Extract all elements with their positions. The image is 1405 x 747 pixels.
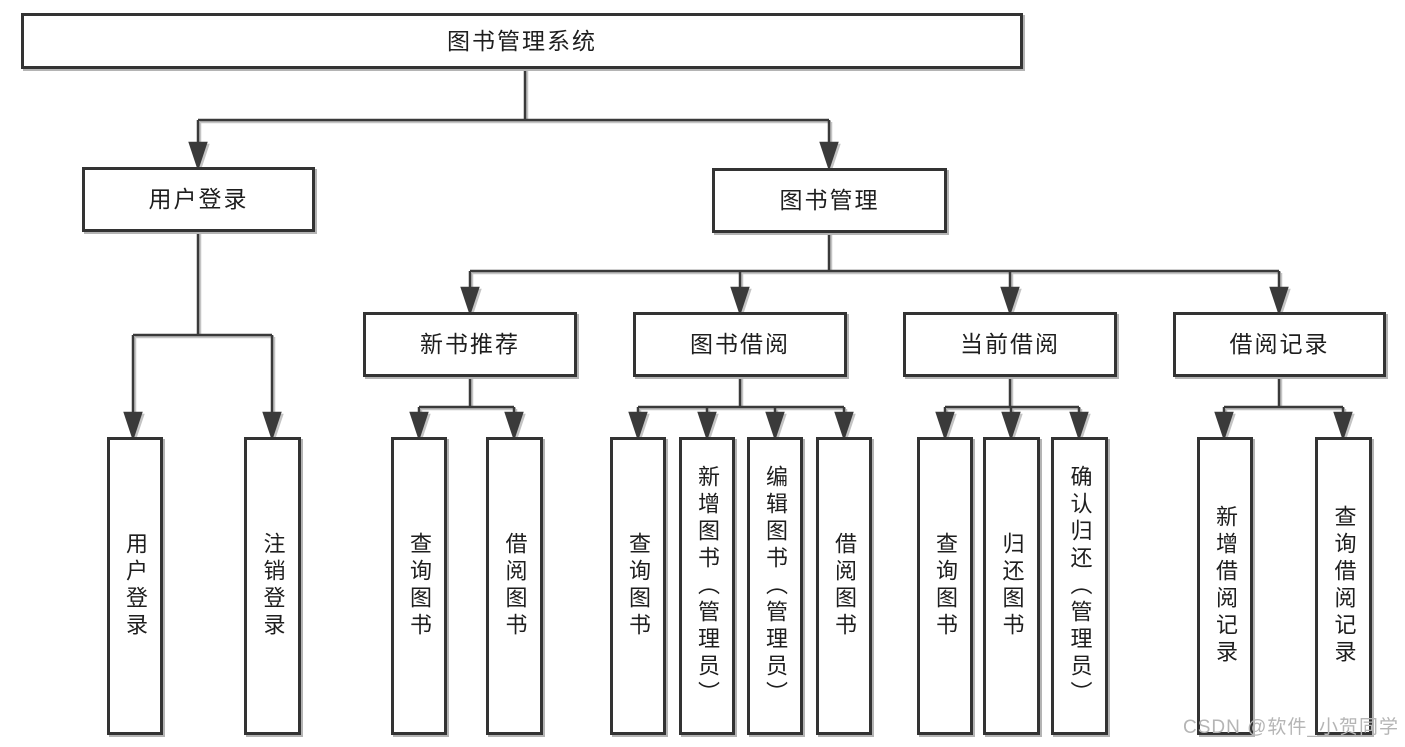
node-label: 借阅记录	[1229, 331, 1330, 357]
node-label: 借阅图书	[832, 532, 857, 640]
node-label: 注销登录	[260, 532, 286, 640]
node-label: 查询图书	[407, 532, 432, 640]
leaf-query-borrow-record: 查询借阅记录	[1315, 437, 1372, 735]
leaf-query-books-2: 查询图书	[610, 437, 666, 735]
node-label: 归还图书	[999, 532, 1025, 640]
node-current-borrowing: 当前借阅	[903, 312, 1117, 377]
leaf-query-books-1: 查询图书	[391, 437, 447, 735]
node-label: 新增借阅记录	[1213, 505, 1238, 667]
leaf-query-books-3: 查询图书	[917, 437, 973, 735]
leaf-add-borrow-record: 新增借阅记录	[1197, 437, 1253, 735]
node-user-login: 用户登录	[82, 167, 315, 232]
node-label: 新书推荐	[420, 331, 520, 357]
node-label: 查询图书	[626, 532, 651, 640]
node-label: 图书借阅	[690, 331, 790, 357]
node-label: 查询借阅记录	[1331, 505, 1357, 667]
leaf-return-books: 归还图书	[983, 437, 1040, 735]
node-borrowing-records: 借阅记录	[1173, 312, 1386, 377]
leaf-add-books-admin: 新增图书（管理员）	[679, 437, 735, 735]
node-label: 用户登录	[123, 532, 148, 640]
watermark: CSDN @软件_小贺同学	[1183, 717, 1399, 738]
node-system-root: 图书管理系统	[21, 13, 1023, 69]
node-label: 图书管理系统	[447, 27, 597, 54]
leaf-confirm-return-admin: 确认归还（管理员）	[1051, 437, 1108, 735]
node-label: 当前借阅	[960, 331, 1060, 357]
node-label: 借阅图书	[502, 532, 528, 640]
node-label: 编辑图书（管理员）	[763, 464, 788, 708]
node-label: 用户登录	[148, 186, 249, 212]
node-label: 查询图书	[933, 532, 958, 640]
node-label: 新增图书（管理员）	[695, 464, 720, 708]
node-new-book-recommend: 新书推荐	[363, 312, 577, 377]
node-label: 确认归还（管理员）	[1067, 464, 1093, 708]
leaf-user-login: 用户登录	[107, 437, 163, 735]
leaf-logout: 注销登录	[244, 437, 301, 735]
leaf-edit-books-admin: 编辑图书（管理员）	[747, 437, 803, 735]
leaf-borrow-books-2: 借阅图书	[816, 437, 872, 735]
node-book-management: 图书管理	[712, 168, 947, 233]
leaf-borrow-books-1: 借阅图书	[486, 437, 543, 735]
node-label: 图书管理	[779, 187, 880, 213]
node-book-borrowing: 图书借阅	[633, 312, 847, 377]
